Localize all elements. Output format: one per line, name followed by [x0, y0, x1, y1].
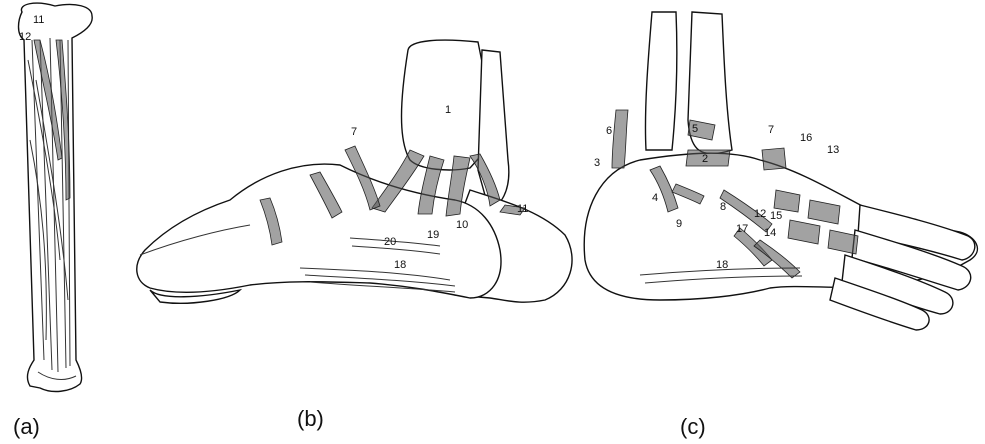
- label-b-18: 18: [394, 259, 406, 271]
- label-b-20: 20: [384, 236, 396, 248]
- label-c-17: 17: [736, 223, 748, 235]
- label-c-7: 7: [768, 124, 774, 136]
- panel-label-a: (a): [13, 414, 40, 440]
- label-a-12: 12: [19, 31, 31, 43]
- label-c-15: 15: [770, 210, 782, 222]
- label-b-10: 10: [456, 219, 468, 231]
- label-c-5: 5: [692, 123, 698, 135]
- panel-b-foot: [137, 40, 572, 303]
- label-b-7: 7: [351, 126, 357, 138]
- label-c-18: 18: [716, 259, 728, 271]
- label-c-4: 4: [652, 192, 658, 204]
- label-c-3: 3: [594, 157, 600, 169]
- label-b-19: 19: [427, 229, 439, 241]
- label-c-13: 13: [827, 144, 839, 156]
- label-c-6: 6: [606, 125, 612, 137]
- label-c-9: 9: [676, 218, 682, 230]
- label-c-16: 16: [800, 132, 812, 144]
- panel-label-b: (b): [297, 406, 324, 432]
- label-b-11: 11: [517, 203, 528, 215]
- label-c-14: 14: [764, 227, 776, 239]
- label-a-11: 11: [33, 14, 44, 26]
- label-c-2: 2: [702, 153, 708, 165]
- panel-label-c: (c): [680, 414, 706, 440]
- label-b-1: 1: [445, 104, 451, 116]
- label-c-8: 8: [720, 201, 726, 213]
- panel-a-leg-bones: [19, 3, 93, 391]
- label-c-12: 12: [754, 208, 766, 220]
- panel-c-foot: [584, 12, 977, 330]
